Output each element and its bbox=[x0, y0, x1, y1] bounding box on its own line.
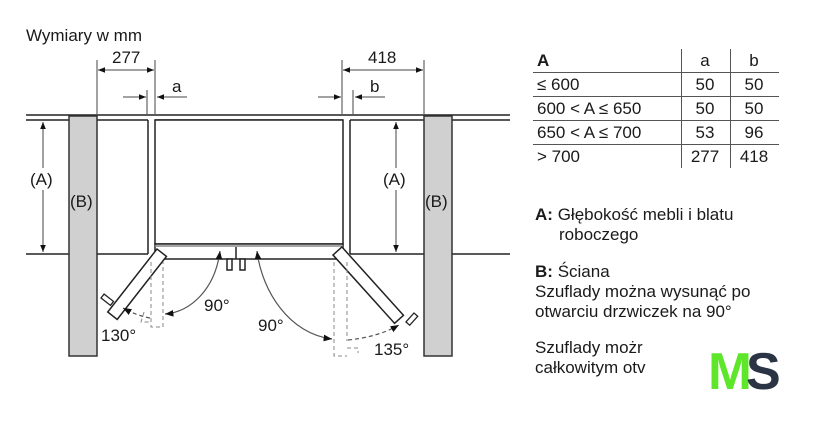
table-row: > 700 277 418 bbox=[533, 144, 779, 168]
note-drawers-90-line2: otwarciu drzwiczek na 90° bbox=[535, 302, 732, 321]
row-b: 96 bbox=[730, 120, 779, 145]
table-header: A a b bbox=[533, 49, 779, 73]
note-drawers-full-line2: całkowitym otv bbox=[535, 358, 646, 377]
ms-logo: M S bbox=[708, 345, 781, 393]
arc-right-90 bbox=[254, 250, 333, 342]
table-row: 600 < A ≤ 650 50 50 bbox=[533, 96, 779, 121]
wall-right bbox=[423, 115, 453, 357]
angle-right-outer: 135° bbox=[374, 340, 409, 359]
wall-left bbox=[68, 115, 98, 357]
fridge-body bbox=[154, 119, 344, 271]
wall-label-left: (B) bbox=[70, 192, 93, 211]
gap-b-label: b bbox=[370, 77, 379, 96]
legend-A-key: A: bbox=[535, 205, 553, 224]
header-b: b bbox=[730, 49, 779, 73]
gap-dimension-table: A a b ≤ 600 50 50 600 < A ≤ 650 50 50 65… bbox=[533, 49, 779, 168]
note-drawers-90-line1: Szuflady można wysunąć po bbox=[535, 282, 751, 301]
row-a: 50 bbox=[681, 72, 731, 97]
wall-label-right: (B) bbox=[425, 192, 448, 211]
legend-A-text: Głębokość mebli i blatu bbox=[557, 205, 734, 224]
angle-left-inner: 90° bbox=[204, 296, 230, 315]
door-right bbox=[331, 245, 419, 357]
legend-A: A: Głębokość mebli i blatu roboczego bbox=[535, 205, 733, 245]
row-range: 600 < A ≤ 650 bbox=[533, 96, 682, 121]
depth-label-right: (A) bbox=[383, 170, 406, 189]
depth-label-left: (A) bbox=[30, 170, 53, 189]
dimension-right-value: 418 bbox=[368, 48, 396, 67]
arc-left-130 bbox=[122, 307, 151, 319]
gap-a-label: a bbox=[172, 77, 182, 96]
row-range: 650 < A ≤ 700 bbox=[533, 120, 682, 145]
table-row: 650 < A ≤ 700 53 96 bbox=[533, 120, 779, 145]
angle-right-inner: 90° bbox=[258, 316, 284, 335]
note-drawers-full-line1: Szuflady możr bbox=[535, 338, 643, 357]
row-range: > 700 bbox=[533, 144, 682, 168]
row-a: 50 bbox=[681, 96, 731, 121]
angle-left-outer: 130° bbox=[101, 326, 136, 345]
legend-B: B: Ściana Szuflady można wysunąć po otwa… bbox=[535, 262, 750, 322]
dimension-277 bbox=[96, 60, 187, 114]
row-b: 50 bbox=[730, 72, 779, 97]
header-a: a bbox=[681, 49, 731, 73]
row-range: ≤ 600 bbox=[533, 72, 682, 97]
arc-left-90 bbox=[164, 250, 223, 317]
legend-A-text-2: roboczego bbox=[559, 225, 639, 244]
door-left bbox=[100, 247, 168, 328]
legend-B-text: Ściana bbox=[557, 262, 610, 281]
table-row: ≤ 600 50 50 bbox=[533, 72, 779, 97]
note-drawers-full: Szuflady możr całkowitym otv bbox=[535, 338, 653, 378]
legend-B-key: B: bbox=[535, 262, 553, 281]
header-A: A bbox=[537, 50, 550, 70]
arc-right-135 bbox=[347, 324, 400, 341]
diagram-title: Wymiary w mm bbox=[26, 26, 142, 45]
row-a: 277 bbox=[681, 144, 731, 168]
logo-letter-s: S bbox=[746, 345, 781, 393]
dimension-418 bbox=[318, 60, 425, 114]
row-b: 418 bbox=[730, 144, 779, 168]
row-a: 53 bbox=[681, 120, 731, 145]
row-b: 50 bbox=[730, 96, 779, 121]
dimension-left-value: 277 bbox=[112, 48, 140, 67]
logo-letter-m: M bbox=[708, 345, 752, 393]
